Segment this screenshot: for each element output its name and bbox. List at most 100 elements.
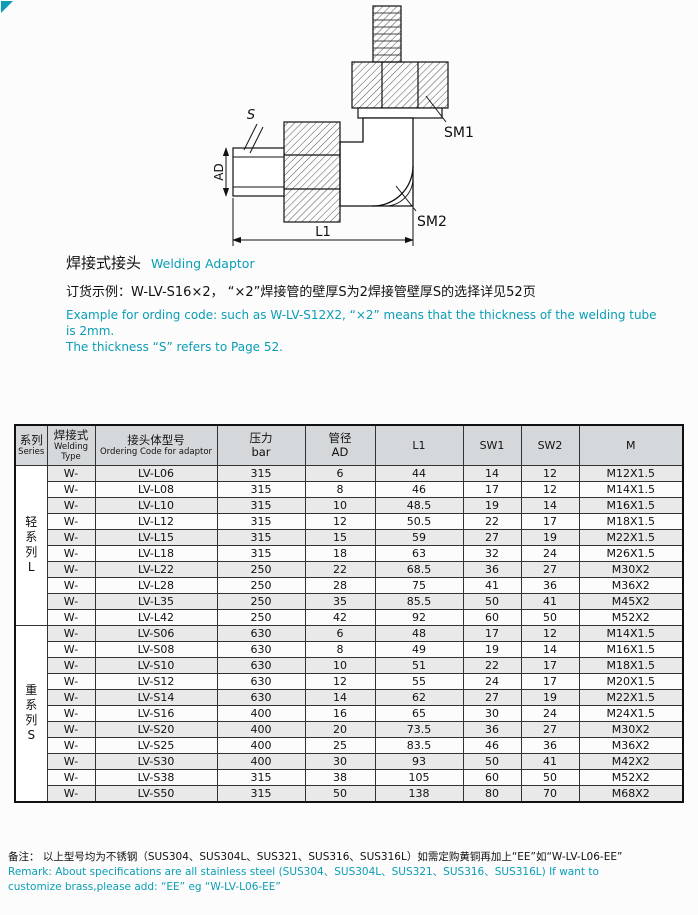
header-m: M — [578, 424, 684, 466]
cell-sw2: 24 — [520, 544, 580, 562]
cell-welding-type: W- — [46, 480, 96, 498]
cell-ad: 14 — [304, 688, 376, 706]
cell-sw1: 60 — [462, 608, 522, 626]
cell-pressure: 400 — [216, 704, 306, 722]
cell-l1: 73.5 — [374, 720, 464, 738]
cell-code: LV-L10 — [94, 496, 218, 514]
cell-code: LV-S14 — [94, 688, 218, 706]
cell-welding-type: W- — [46, 464, 96, 482]
cell-welding-type: W- — [46, 688, 96, 706]
cell-l1: 50.5 — [374, 512, 464, 530]
cell-sw2: 12 — [520, 480, 580, 498]
cell-pressure: 315 — [216, 496, 306, 514]
cell-pressure: 630 — [216, 688, 306, 706]
cell-sw1: 22 — [462, 656, 522, 674]
cell-sw2: 12 — [520, 464, 580, 482]
cell-code: LV-S38 — [94, 768, 218, 786]
table-header-row: 系列 Series 焊接式 Welding Type 接头体型号 Orderin… — [14, 424, 684, 466]
cell-m: M14X1.5 — [578, 624, 684, 642]
spec-table: 系列 Series 焊接式 Welding Type 接头体型号 Orderin… — [14, 424, 684, 803]
cell-sw2: 70 — [520, 784, 580, 802]
title-zh: 焊接式接头 — [66, 254, 142, 272]
dim-s-label: S — [247, 108, 255, 123]
cell-m: M68X2 — [578, 784, 684, 802]
cell-sw2: 41 — [520, 752, 580, 770]
cell-sw2: 24 — [520, 704, 580, 722]
cell-pressure: 250 — [216, 576, 306, 594]
cell-ad: 22 — [304, 560, 376, 578]
flange — [357, 107, 443, 119]
cell-sw1: 19 — [462, 496, 522, 514]
cell-ad: 35 — [304, 592, 376, 610]
cell-welding-type: W- — [46, 784, 96, 802]
cell-sw1: 46 — [462, 736, 522, 754]
cell-sw2: 12 — [520, 624, 580, 642]
remark-en-1: Remark: About specifications are all sta… — [8, 866, 599, 878]
cell-l1: 138 — [374, 784, 464, 802]
cell-sw2: 41 — [520, 592, 580, 610]
cell-l1: 48.5 — [374, 496, 464, 514]
cell-l1: 51 — [374, 656, 464, 674]
cell-m: M18X1.5 — [578, 656, 684, 674]
cell-sw2: 19 — [520, 688, 580, 706]
cell-l1: 65 — [374, 704, 464, 722]
cell-ad: 8 — [304, 640, 376, 658]
header-sw2: SW2 — [520, 424, 580, 466]
cell-sw2: 17 — [520, 672, 580, 690]
cell-welding-type: W- — [46, 560, 96, 578]
cell-ad: 18 — [304, 544, 376, 562]
remark-zh: 备注： 以上型号均为不锈钢（SUS304、SUS304L、SUS321、SUS3… — [8, 851, 623, 863]
cell-m: M12X1.5 — [578, 464, 684, 482]
cell-pressure: 400 — [216, 720, 306, 738]
cell-code: LV-S20 — [94, 720, 218, 738]
cell-l1: 44 — [374, 464, 464, 482]
cell-l1: 63 — [374, 544, 464, 562]
cell-code: LV-L42 — [94, 608, 218, 626]
cell-sw2: 17 — [520, 656, 580, 674]
cell-sw1: 50 — [462, 752, 522, 770]
cell-l1: 55 — [374, 672, 464, 690]
cell-m: M18X1.5 — [578, 512, 684, 530]
cell-ad: 6 — [304, 624, 376, 642]
order-example-en-2: The thickness “S” refers to Page 52. — [66, 340, 283, 354]
cell-pressure: 315 — [216, 464, 306, 482]
cell-l1: 48 — [374, 624, 464, 642]
cell-l1: 92 — [374, 608, 464, 626]
cell-pressure: 630 — [216, 640, 306, 658]
cell-welding-type: W- — [46, 528, 96, 546]
hex-nut-sm1 — [351, 61, 449, 109]
cell-m: M36X2 — [578, 576, 684, 594]
cell-sw2: 50 — [520, 768, 580, 786]
cell-sw2: 17 — [520, 512, 580, 530]
cell-welding-type: W- — [46, 576, 96, 594]
cell-code: LV-L28 — [94, 576, 218, 594]
cell-ad: 30 — [304, 752, 376, 770]
cell-code: LV-S10 — [94, 656, 218, 674]
cell-m: M52X2 — [578, 608, 684, 626]
cell-welding-type: W- — [46, 736, 96, 754]
header-ad: 管径 AD — [304, 424, 376, 466]
hex-nut-horizontal — [283, 121, 341, 223]
cell-pressure: 250 — [216, 560, 306, 578]
cell-code: LV-S30 — [94, 752, 218, 770]
cell-code: LV-S06 — [94, 624, 218, 642]
cell-sw1: 36 — [462, 720, 522, 738]
cell-code: LV-S50 — [94, 784, 218, 802]
cell-l1: 49 — [374, 640, 464, 658]
cell-code: LV-L06 — [94, 464, 218, 482]
remark-en-2: customize brass,please add: “EE” eg “W-L… — [8, 881, 281, 893]
header-pressure: 压力 bar — [216, 424, 306, 466]
cell-sw1: 24 — [462, 672, 522, 690]
cell-code: LV-S25 — [94, 736, 218, 754]
cell-sw1: 36 — [462, 560, 522, 578]
cell-welding-type: W- — [46, 512, 96, 530]
